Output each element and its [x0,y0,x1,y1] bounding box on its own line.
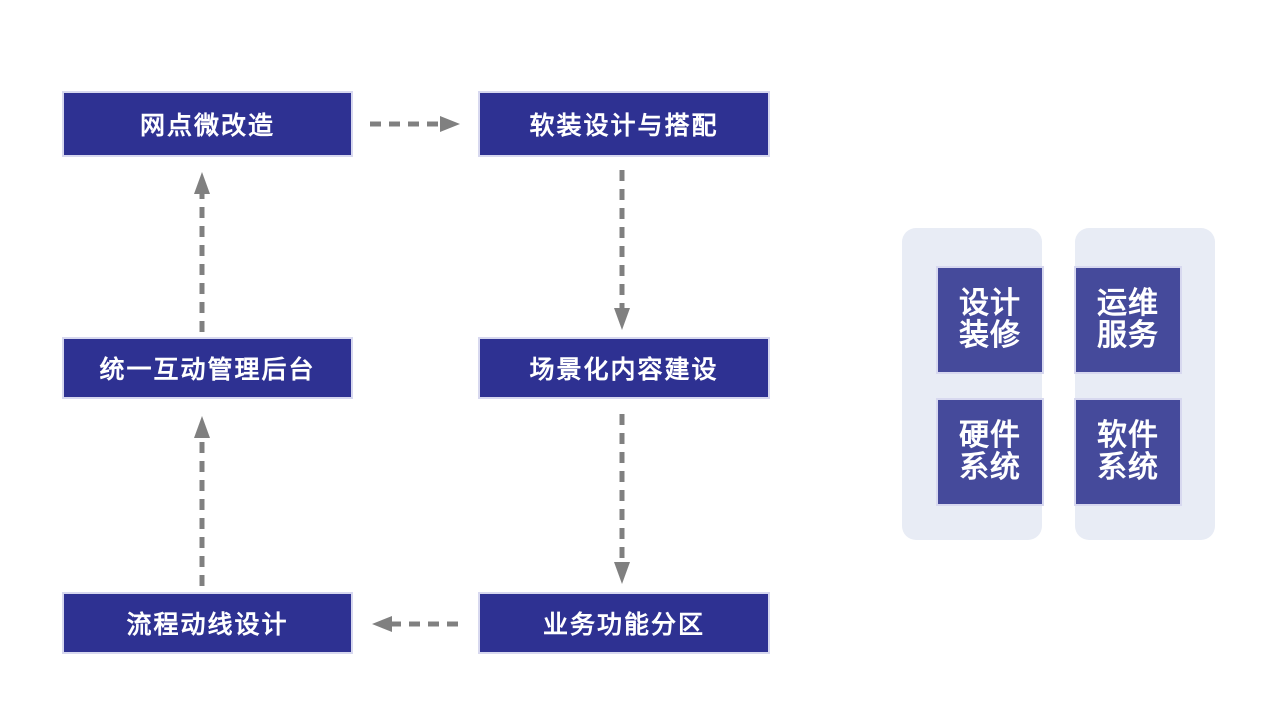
flow-box-liucheng-dongxian[interactable]: 流程动线设计 [62,592,353,654]
quad-tile-line2: 服务 [1097,319,1159,352]
flow-box-label: 统一互动管理后台 [99,356,316,384]
quad-tile-sheji-zhuangxiu[interactable]: 设计 装修 [936,266,1044,374]
arrow-up-icon-tongyi-to-wangdian [190,168,214,334]
quad-tile-yunwei-fuwu[interactable]: 运维 服务 [1074,266,1182,374]
quad-graphic: 设计 装修 运维 服务 硬件 系统 软件 系统 [900,228,1218,543]
flow-box-label: 业务功能分区 [542,611,705,639]
flow-box-label: 流程动线设计 [126,611,289,639]
arrow-left-icon-yewu-to-liucheng [368,612,464,636]
quad-tile-line1: 硬件 [959,418,1021,452]
quad-tile-yingjian-xitong[interactable]: 硬件 系统 [936,398,1044,506]
arrow-right-icon-wangdian-to-ruanzhuang [368,112,464,136]
quad-tile-line2: 装修 [959,319,1021,352]
flow-box-label: 软装设计与搭配 [529,112,719,140]
flow-box-label: 网点微改造 [139,112,275,140]
arrow-down-icon-changjing-to-yewu [610,412,634,588]
arrow-up-icon-liucheng-to-tongyi [190,412,214,588]
flow-box-tongyi-hudong-houtai[interactable]: 统一互动管理后台 [62,337,353,399]
quad-tile-ruanjian-xitong[interactable]: 软件 系统 [1074,398,1182,506]
flow-box-changjinghua-neirong[interactable]: 场景化内容建设 [478,337,770,399]
quad-tile-line1: 设计 [959,286,1021,320]
flow-box-yewu-gongneng-fenqu[interactable]: 业务功能分区 [478,592,770,654]
quad-tile-line1: 运维 [1097,286,1159,320]
flow-box-label: 场景化内容建设 [529,356,719,384]
quad-tile-line2: 系统 [1097,451,1159,484]
quad-tile-line1: 软件 [1097,418,1159,452]
arrow-down-icon-ruanzhuang-to-changjing [610,168,634,334]
flow-box-ruanzhuang-sheji[interactable]: 软装设计与搭配 [478,91,770,157]
flow-box-wangdian-weigaizao[interactable]: 网点微改造 [62,91,353,157]
quad-tile-line2: 系统 [959,451,1021,484]
